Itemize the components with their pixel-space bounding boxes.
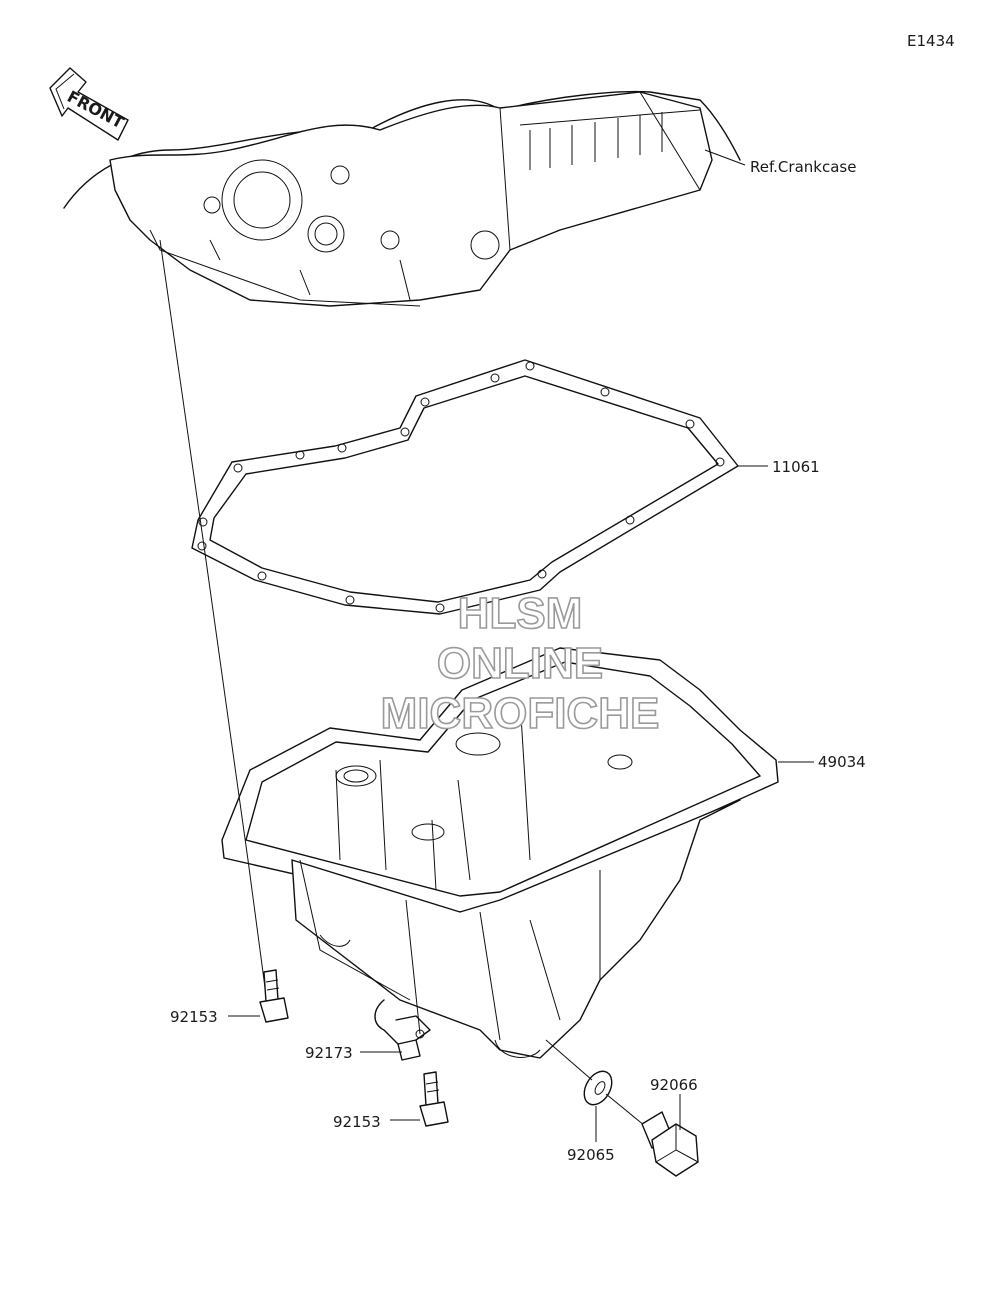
callout-clamp: 92173 [305, 1044, 353, 1062]
oil-pan-illustration [221, 647, 814, 1059]
callout-gasket: 11061 [772, 458, 820, 476]
gasket-illustration [191, 359, 768, 615]
front-arrow-icon: FRONT [49, 67, 129, 141]
watermark: HLSM ONLINE MICROFICHE [380, 588, 660, 739]
alignment-line [159, 239, 269, 1011]
watermark-line-3: MICROFICHE [381, 689, 660, 738]
callout-bolt-upper: 92153 [170, 1008, 218, 1026]
callout-washer: 92065 [567, 1146, 615, 1164]
crankcase-illustration [63, 90, 746, 307]
watermark-line-2: ONLINE [437, 639, 603, 688]
bolt-upper-illustration [228, 969, 289, 1023]
bolt-lower-illustration [390, 1071, 449, 1127]
clamp-illustration [360, 899, 431, 1061]
diagram-code: E1434 [907, 32, 955, 50]
callout-crankcase: Ref.Crankcase [750, 158, 856, 176]
callout-drain-plug: 92066 [650, 1076, 698, 1094]
callout-bolt-lower: 92153 [333, 1113, 381, 1131]
watermark-line-1: HLSM [458, 589, 583, 638]
washer-illustration [545, 1039, 651, 1142]
callout-oil-pan: 49034 [818, 753, 866, 771]
drain-plug-illustration [641, 1094, 699, 1177]
